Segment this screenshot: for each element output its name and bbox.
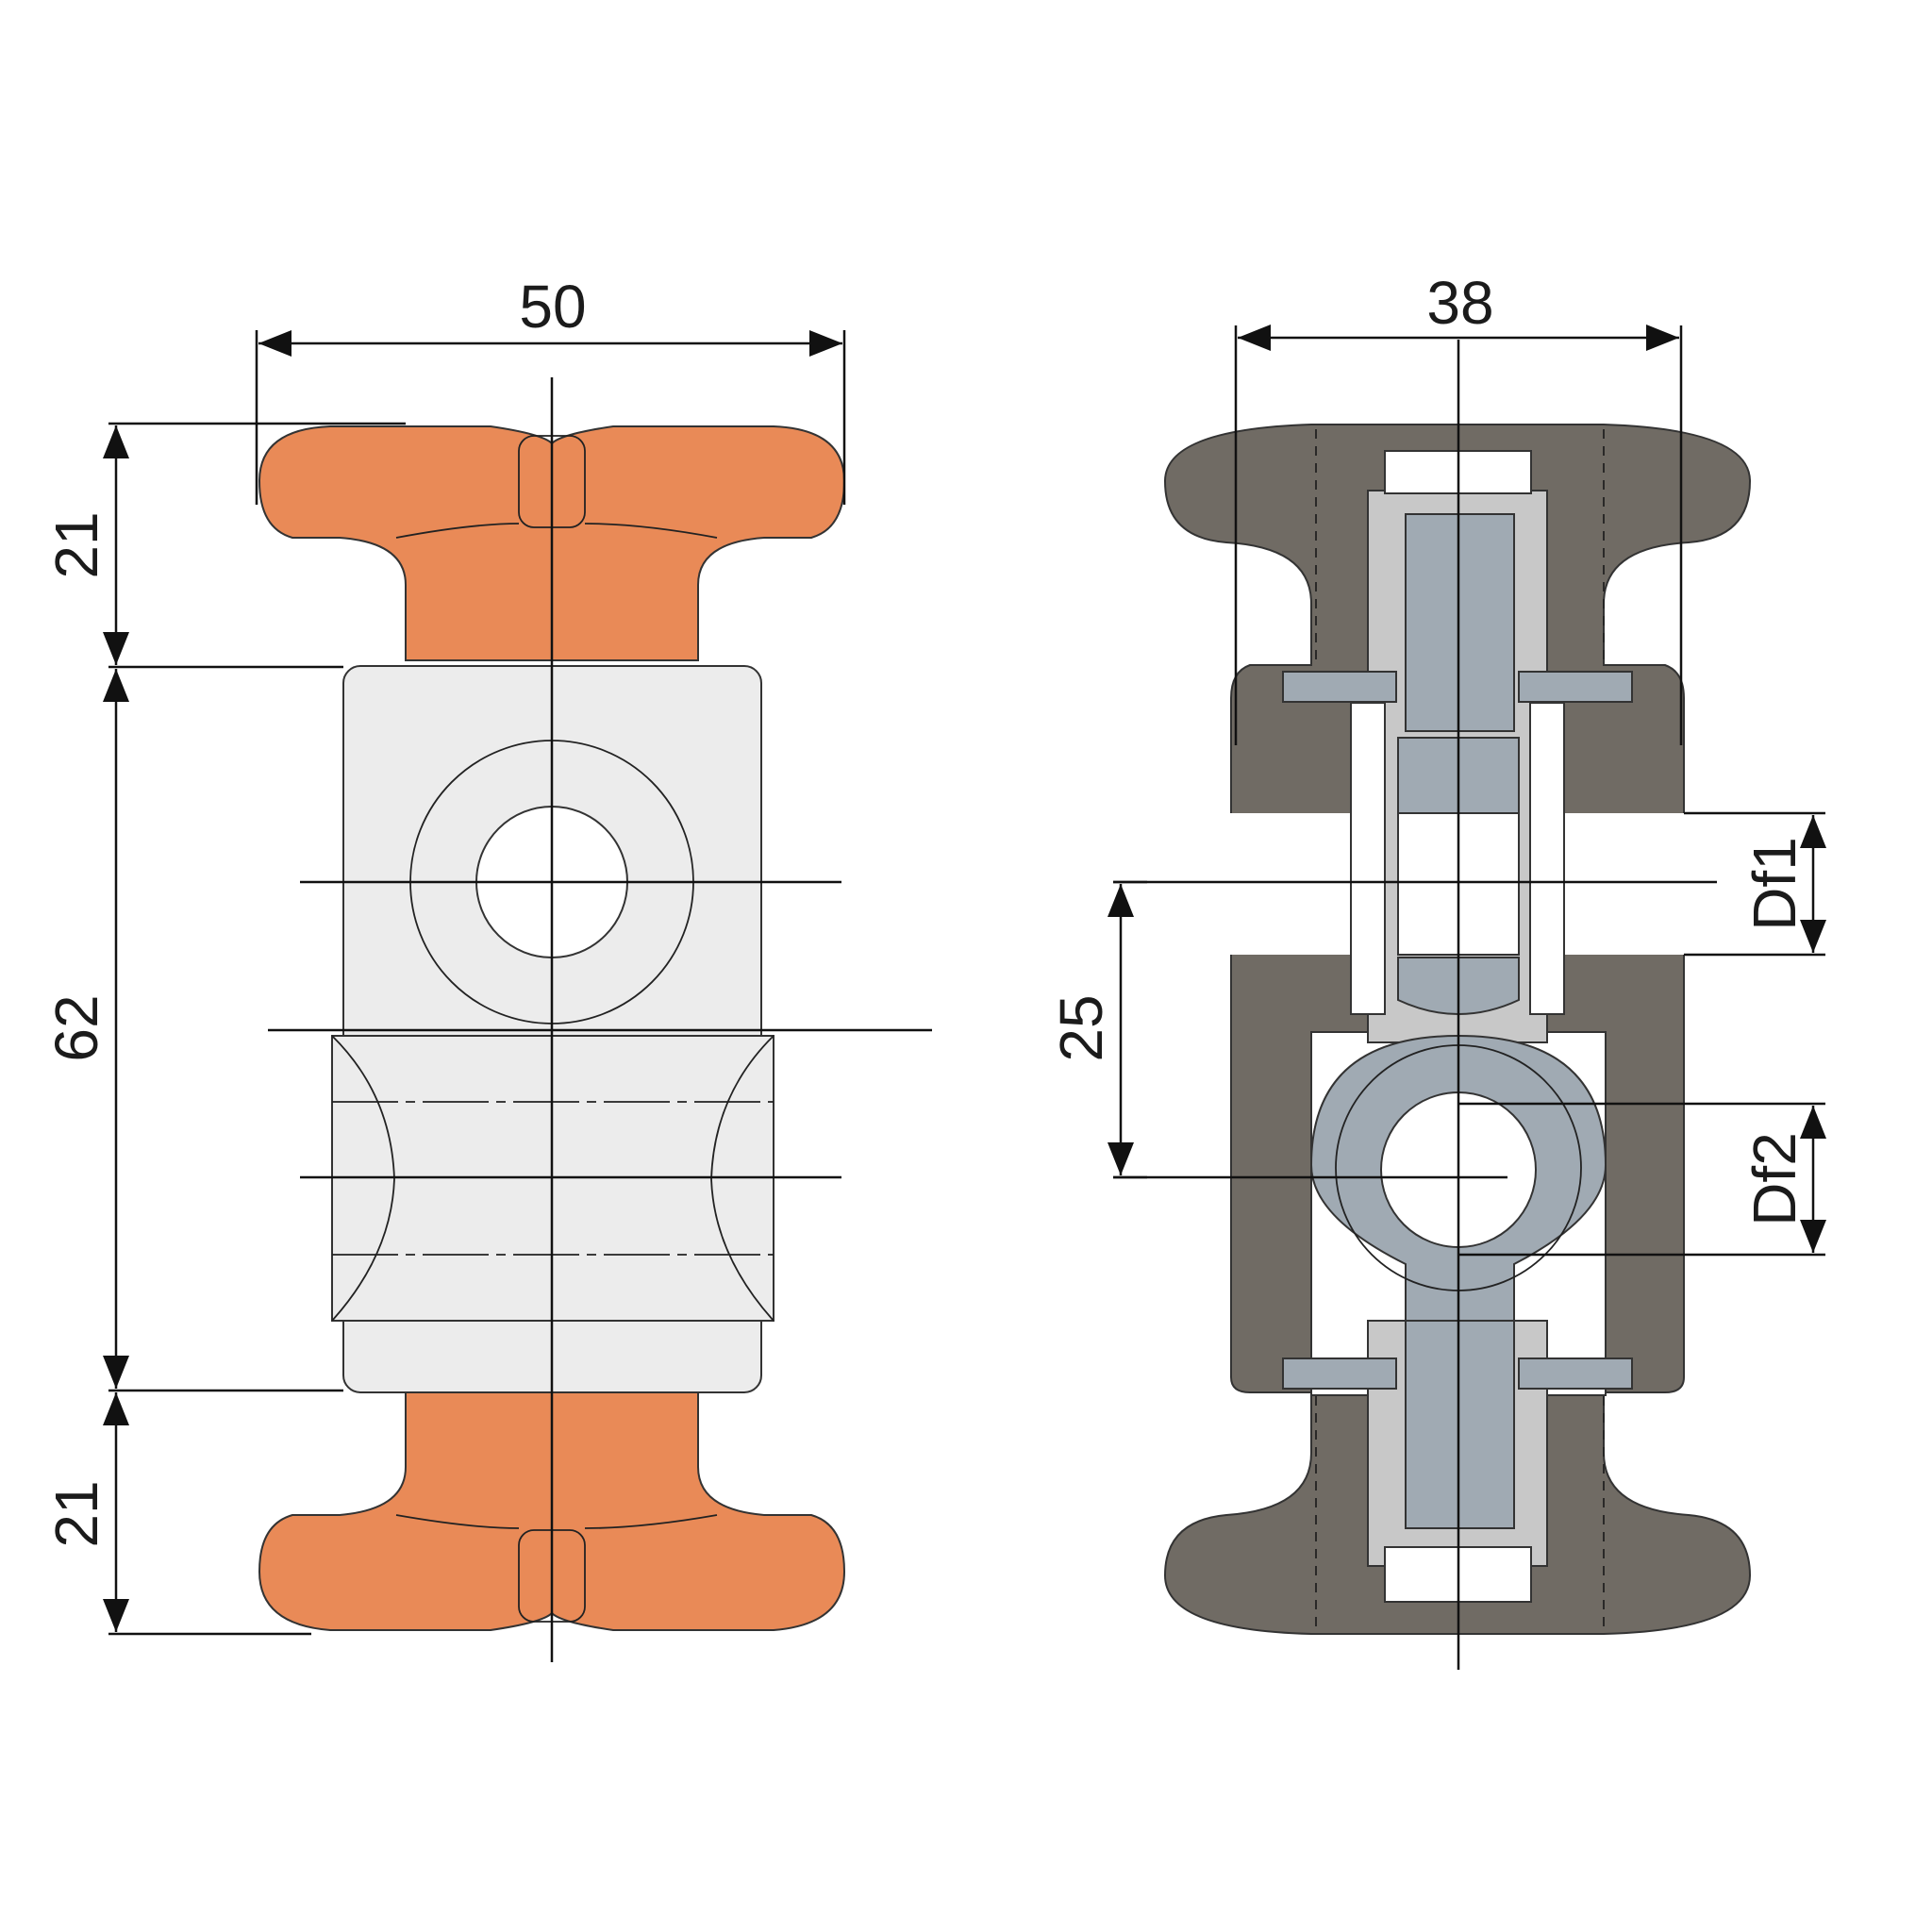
dimension-chain-left: 21 62 21 [42, 422, 406, 1636]
dimension-label-df1: Df1 [1740, 837, 1808, 931]
dimension-50: 50 [255, 273, 846, 505]
dimension-label-62: 62 [42, 994, 110, 1061]
dimension-label-50: 50 [519, 273, 586, 341]
dimension-38: 38 [1234, 269, 1683, 745]
dimension-df2: Df2 [1458, 1102, 1826, 1257]
dimension-label-df2: Df2 [1740, 1132, 1808, 1226]
left-view: 50 21 62 21 [42, 273, 932, 1662]
dimension-label-38: 38 [1426, 269, 1493, 337]
dimension-df1: Df1 [1684, 811, 1826, 957]
dimension-label-21-top: 21 [42, 511, 110, 578]
dimension-label-25: 25 [1047, 994, 1115, 1061]
dimension-25: 25 [1047, 880, 1147, 1179]
right-view: 38 25 Df1 Df2 [1047, 269, 1826, 1670]
dimension-label-21-bottom: 21 [42, 1480, 110, 1547]
